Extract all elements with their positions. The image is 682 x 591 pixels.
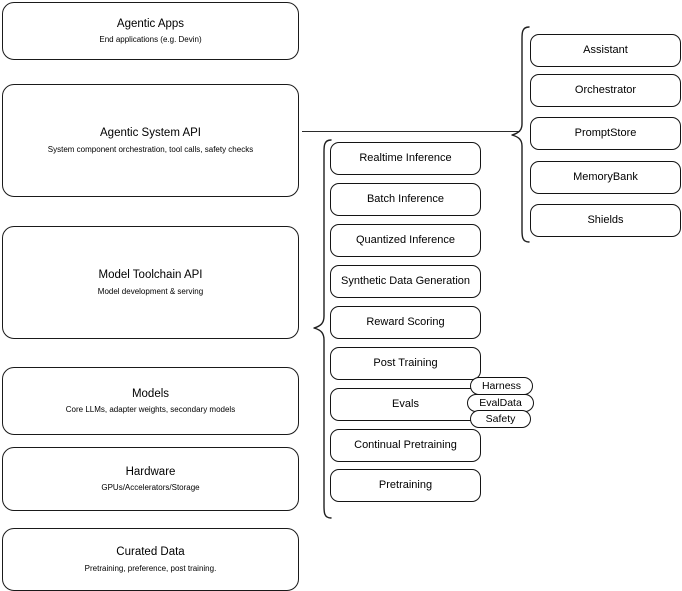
stack-subtitle: Core LLMs, adapter weights, secondary mo… bbox=[65, 405, 236, 415]
stack-title: Models bbox=[131, 387, 170, 400]
capability-label: Synthetic Data Generation bbox=[340, 274, 471, 287]
component-label: PromptStore bbox=[574, 126, 637, 139]
stack-title: Agentic Apps bbox=[116, 17, 185, 30]
stack-title: Curated Data bbox=[116, 546, 185, 559]
capability-box-reward-scoring[interactable]: Reward Scoring bbox=[330, 306, 481, 339]
capability-box-evals[interactable]: Evals bbox=[330, 388, 481, 421]
capability-label: Reward Scoring bbox=[366, 315, 445, 328]
component-label: MemoryBank bbox=[573, 170, 638, 183]
stack-box-curated-data[interactable]: Curated Data Pretraining, preference, po… bbox=[2, 528, 299, 591]
brace-agentic-components bbox=[508, 24, 532, 250]
stack-box-hardware[interactable]: Hardware GPUs/Accelerators/Storage bbox=[2, 447, 299, 511]
stack-title: Agentic System API bbox=[100, 127, 201, 140]
capability-box-batch-inference[interactable]: Batch Inference bbox=[330, 183, 481, 216]
component-box-assistant[interactable]: Assistant bbox=[530, 34, 681, 67]
component-box-orchestrator[interactable]: Orchestrator bbox=[530, 74, 681, 107]
stack-box-model-toolchain-api[interactable]: Model Toolchain API Model development & … bbox=[2, 226, 299, 339]
capability-box-quantized-inference[interactable]: Quantized Inference bbox=[330, 224, 481, 257]
component-label: Assistant bbox=[583, 43, 628, 56]
stack-subtitle: Model development & serving bbox=[97, 286, 204, 296]
stack-subtitle: System component orchestration, tool cal… bbox=[47, 144, 254, 154]
stack-box-models[interactable]: Models Core LLMs, adapter weights, secon… bbox=[2, 367, 299, 435]
component-box-memorybank[interactable]: MemoryBank bbox=[530, 161, 681, 194]
capability-label: Evals bbox=[392, 397, 419, 410]
eval-tag-safety[interactable]: Safety bbox=[470, 410, 531, 428]
component-label: Shields bbox=[587, 213, 624, 226]
capability-box-post-training[interactable]: Post Training bbox=[330, 347, 481, 380]
capability-box-continual-pretraining[interactable]: Continual Pretraining bbox=[330, 429, 481, 462]
capability-label: Continual Pretraining bbox=[354, 438, 457, 451]
capability-label: Post Training bbox=[373, 356, 438, 369]
stack-subtitle: Pretraining, preference, post training. bbox=[84, 563, 217, 573]
capability-box-realtime-inference[interactable]: Realtime Inference bbox=[330, 142, 481, 175]
stack-title: Model Toolchain API bbox=[98, 269, 203, 282]
stack-box-agentic-apps[interactable]: Agentic Apps End applications (e.g. Devi… bbox=[2, 2, 299, 60]
capability-box-synthetic-data-generation[interactable]: Synthetic Data Generation bbox=[330, 265, 481, 298]
stack-subtitle: End applications (e.g. Devin) bbox=[99, 35, 202, 45]
stack-title: Hardware bbox=[125, 465, 176, 478]
capability-box-pretraining[interactable]: Pretraining bbox=[330, 469, 481, 502]
capability-label: Batch Inference bbox=[366, 192, 445, 205]
eval-tag-harness[interactable]: Harness bbox=[470, 377, 533, 395]
component-box-shields[interactable]: Shields bbox=[530, 204, 681, 237]
stack-subtitle: GPUs/Accelerators/Storage bbox=[101, 483, 200, 493]
stack-box-agentic-system-api[interactable]: Agentic System API System component orch… bbox=[2, 84, 299, 197]
capability-label: Pretraining bbox=[378, 478, 433, 491]
component-box-promptstore[interactable]: PromptStore bbox=[530, 117, 681, 150]
component-label: Orchestrator bbox=[574, 83, 637, 96]
capability-label: Quantized Inference bbox=[355, 233, 456, 246]
capability-label: Realtime Inference bbox=[359, 151, 452, 164]
connector-agentic-system-to-components bbox=[302, 131, 520, 132]
brace-toolchain-capabilities bbox=[310, 138, 334, 522]
